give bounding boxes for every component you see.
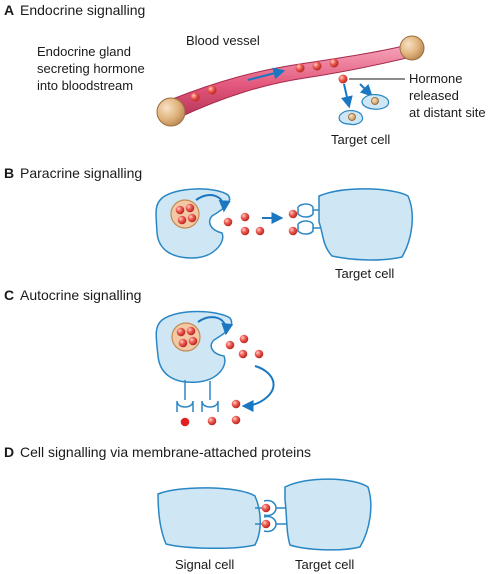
bound-hormone: [288, 209, 298, 219]
target-cells-a: [338, 94, 390, 126]
section-b-heading: B Paracrine signalling: [4, 165, 142, 181]
hormone-molecule: [178, 338, 188, 348]
autocrine-diagram: [155, 310, 275, 427]
membrane-ligand: [261, 519, 271, 529]
section-d-letter: D: [4, 444, 14, 460]
section-c-title: Autocrine signalling: [20, 287, 141, 303]
hormone-label-line-1: Hormone: [409, 71, 462, 86]
section-d-heading: D Cell signalling via membrane-attached …: [4, 444, 311, 460]
section-a-heading: A Endocrine signalling: [4, 2, 145, 18]
hormone-molecule: [188, 336, 198, 346]
release-arrow-1: [341, 83, 353, 109]
target-cell-label-b: Target cell: [335, 266, 394, 281]
hormone-molecule: [312, 61, 322, 71]
section-c-heading: C Autocrine signalling: [4, 287, 141, 303]
target-cell-nucleus: [348, 113, 356, 121]
section-b-letter: B: [4, 165, 14, 181]
gland-label-line-3: into bloodstream: [37, 78, 133, 93]
hormone-molecule: [175, 205, 185, 215]
hormone-molecule: [254, 349, 264, 359]
secretion-arrow: [197, 316, 234, 336]
vessel-end-cap: [399, 35, 425, 61]
released-hormone: [338, 74, 348, 84]
bound-hormone: [288, 226, 298, 236]
hormone-molecule: [207, 416, 217, 426]
hormone-molecule: [225, 340, 235, 350]
signal-cell-label: Signal cell: [175, 557, 234, 572]
hormone-label-line-2: released: [409, 88, 459, 103]
endocrine-diagram: [156, 35, 425, 127]
receptor: [263, 499, 286, 517]
hormone-label: Hormone released at distant site: [409, 71, 486, 120]
section-c-letter: C: [4, 287, 14, 303]
hormone-molecule: [231, 415, 241, 425]
target-cell-d: [284, 478, 372, 551]
signal-cell: [157, 487, 261, 549]
bound-hormone: [180, 417, 190, 427]
hormone-molecule: [186, 326, 196, 336]
juxtacrine-diagram: [157, 478, 372, 551]
hormone-molecule: [176, 327, 186, 337]
hormone-molecule: [185, 203, 195, 213]
hormone-molecule: [207, 85, 217, 95]
gland-label-line-1: Endocrine gland: [37, 44, 131, 59]
receptor: [297, 203, 320, 218]
hormone-molecules-in-vessel: [190, 58, 339, 102]
hormone-molecule: [240, 226, 250, 236]
target-cell-label-a: Target cell: [331, 132, 390, 147]
hormone-molecule: [187, 213, 197, 223]
hormone-label-line-3: at distant site: [409, 105, 486, 120]
section-a-title: Endocrine signalling: [20, 2, 145, 18]
hormone-molecule: [190, 92, 200, 102]
release-arrow-2: [359, 83, 373, 97]
hormone-molecule: [240, 212, 250, 222]
flow-arrow: [247, 67, 286, 81]
gland-label-line-2: secreting hormone: [37, 61, 145, 76]
return-arrow: [241, 365, 275, 412]
secretion-arrow: [195, 194, 231, 213]
hormone-molecule: [177, 215, 187, 225]
hormone-molecule: [231, 399, 241, 409]
endocrine-gland: [156, 97, 186, 127]
hormone-molecule: [238, 349, 248, 359]
section-d-title: Cell signalling via membrane-attached pr…: [20, 444, 311, 460]
section-b-title: Paracrine signalling: [20, 165, 142, 181]
hormone-molecule: [295, 63, 305, 73]
vessel-label: Blood vessel: [186, 33, 260, 48]
target-cell-b: [318, 188, 413, 261]
secretory-vesicle: [171, 322, 201, 352]
membrane-ligand: [261, 503, 271, 513]
receptor: [297, 220, 320, 235]
paracrine-diagram: [155, 188, 413, 261]
receptor: [201, 400, 219, 412]
receptor: [176, 400, 194, 412]
target-cell-nucleus: [371, 97, 379, 105]
hormone-molecule: [255, 226, 265, 236]
target-cell-label-d: Target cell: [295, 557, 354, 572]
hormone-molecule: [329, 58, 339, 68]
receptor: [263, 515, 286, 533]
hormone-molecule: [239, 334, 249, 344]
secretory-vesicle: [170, 199, 200, 229]
section-a-letter: A: [4, 2, 14, 18]
gland-label: Endocrine gland secreting hormone into b…: [37, 44, 145, 93]
hormone-molecule: [223, 217, 233, 227]
